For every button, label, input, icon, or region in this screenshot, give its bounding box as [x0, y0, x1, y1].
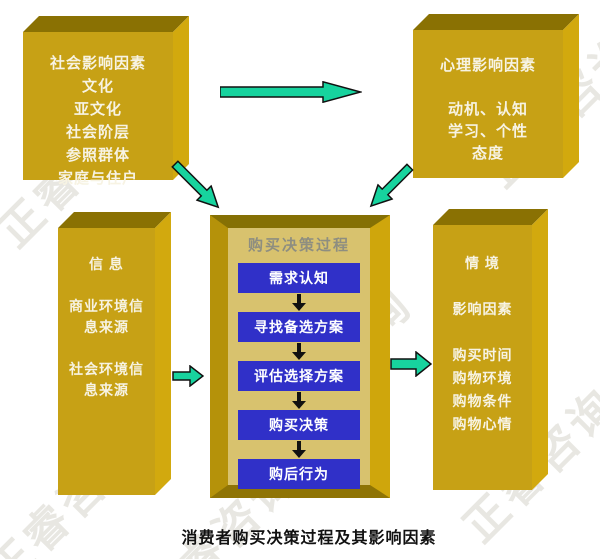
step-arrow-down-icon [292, 294, 306, 311]
step-arrow-down-icon [292, 441, 306, 458]
arrow-social-to-psych-icon [220, 81, 362, 103]
arrow-process-to-situation-icon [390, 351, 432, 377]
process-step-evaluate-alternatives: 评估选择方案 [238, 361, 360, 391]
box-decision-process: 购买决策过程 需求认知 寻找备选方案 评估选择方案 购买决策 购后行为 [210, 215, 390, 498]
psychological-factors-text: 心理影响因素 动机、认知 学习、个性 态度 [439, 57, 536, 162]
arrow-psych-to-process-icon [362, 159, 419, 216]
process-title: 购买决策过程 [247, 237, 350, 254]
arrow-social-to-process-icon [167, 156, 228, 217]
box-top-face [413, 14, 579, 30]
arrow-info-to-process-icon [172, 365, 204, 387]
box-social-factors: 社会影响因素 文化 亚文化 社会阶层 参照群体 家庭与住户 [23, 16, 189, 187]
information-text: 信 息 商业环境信 息来源 社会环境信 息来源 [69, 256, 144, 398]
process-step-need-recognition: 需求认知 [238, 263, 360, 293]
box-side-face [532, 209, 548, 490]
box-top-face [23, 16, 189, 32]
box-front-face [23, 32, 173, 180]
process-step-purchase-decision: 购买决策 [238, 410, 360, 440]
box-side-face [563, 14, 579, 178]
box-front-face [433, 225, 532, 490]
box-top-face [433, 209, 548, 225]
social-factors-text: 社会影响因素 文化 亚文化 社会阶层 参照群体 家庭与住户 [49, 55, 146, 187]
step-arrow-down-icon [292, 343, 306, 360]
box-situation: 情 境 影响因素 购买时间 购物环境 购物条件 购物心情 [433, 209, 548, 490]
process-step-search-alternatives: 寻找备选方案 [238, 312, 360, 342]
box-front-face [58, 228, 155, 495]
diagram-caption: 消费者购买决策过程及其影响因素 [181, 530, 437, 547]
box-side-face [155, 212, 171, 495]
box-front-face [413, 30, 563, 178]
box-information: 信 息 商业环境信 息来源 社会环境信 息来源 [58, 212, 171, 495]
box-top-face [58, 212, 171, 228]
box-psychological-factors: 心理影响因素 动机、认知 学习、个性 态度 [413, 14, 579, 178]
situation-text: 情 境 影响因素 购买时间 购物环境 购物条件 购物心情 [452, 255, 513, 432]
step-arrow-down-icon [292, 392, 306, 409]
process-step-post-purchase: 购后行为 [238, 459, 360, 489]
